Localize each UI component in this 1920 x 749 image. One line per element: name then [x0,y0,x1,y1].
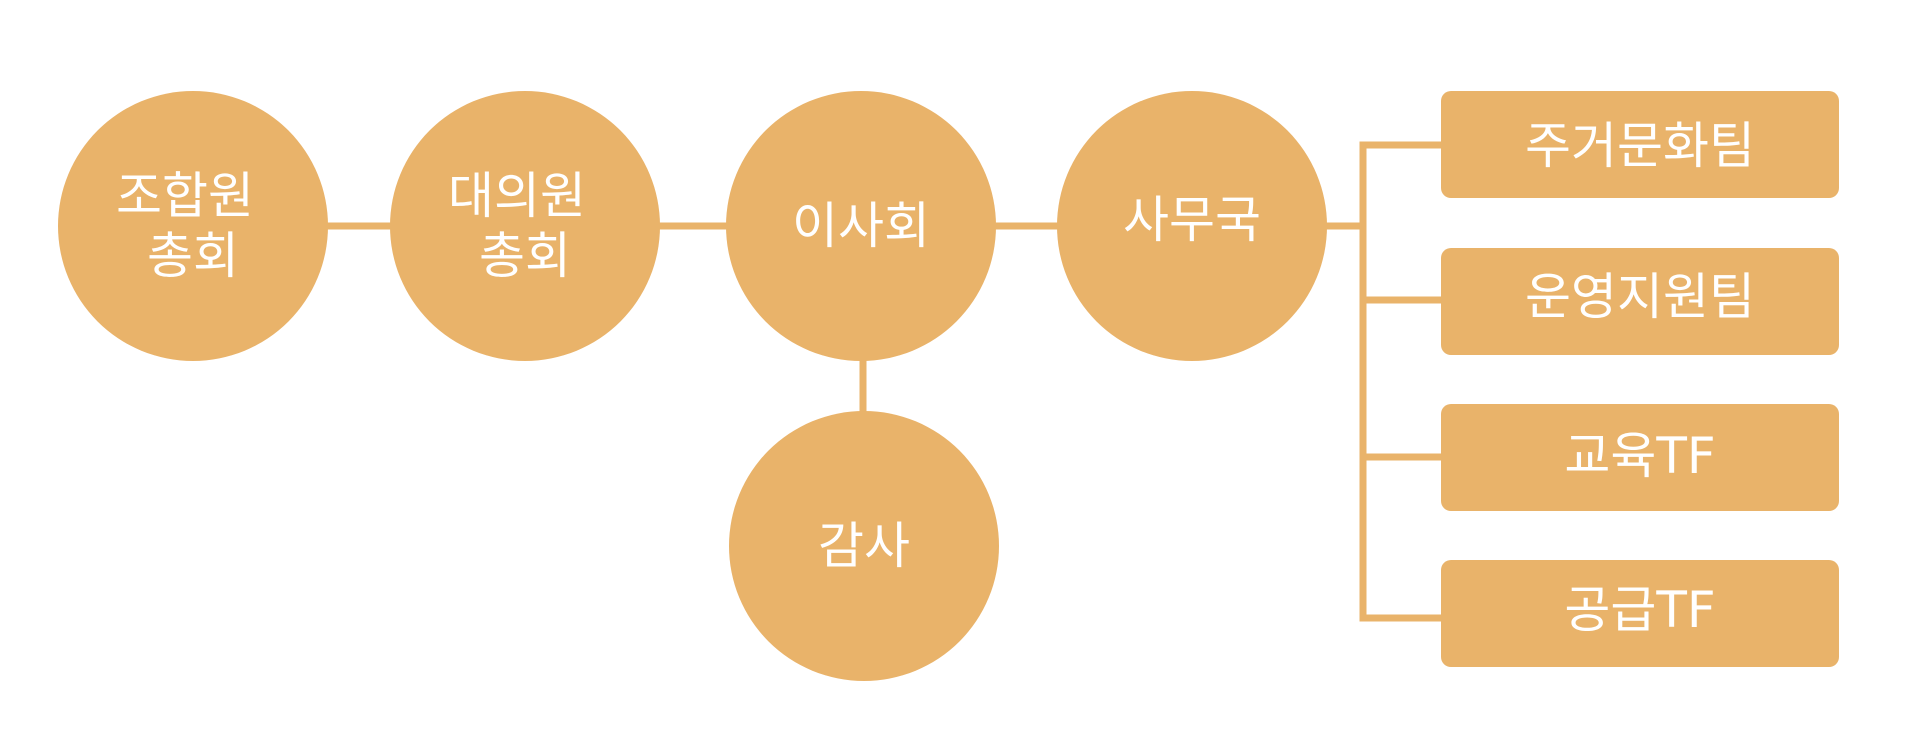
node-secretariat-circle [1057,91,1327,361]
node-audit: 감사 [729,411,999,681]
node-secretariat: 사무국 [1057,91,1327,361]
node-general-assembly-label-line-2: 총회 [147,227,239,285]
team-box-2-label: 운영지원팀 [1525,268,1755,326]
team-box-1: 주거문화팀 [1441,91,1839,198]
team-box-3: 교육TF [1441,404,1839,511]
team-box-4-label: 공급TF [1564,581,1715,639]
node-secretariat-label-line-1: 사무국 [1123,191,1261,249]
node-board: 이사회 [726,91,996,361]
team-box-1-rect [1441,91,1839,198]
team-box-3-rect [1441,404,1839,511]
team-box-2: 운영지원팀 [1441,248,1839,355]
team-box-2-rect [1441,248,1839,355]
team-box-4: 공급TF [1441,560,1839,667]
node-audit-label: 감사 [818,517,910,575]
node-general-assembly: 조합원 총회 [58,91,328,361]
node-board-circle [726,91,996,361]
node-delegates-assembly-label-line-1: 대의원 [448,167,586,225]
node-delegates-assembly-circle [390,91,660,361]
node-general-assembly-label: 조합원 총회 [116,167,270,285]
connectors [326,141,1441,622]
team-box-3-label: 교육TF [1564,427,1715,485]
team-box-1-label: 주거문화팀 [1525,117,1755,175]
node-delegates-assembly-label: 대의원 총회 [448,167,602,285]
node-audit-circle [729,411,999,681]
node-board-label: 이사회 [792,197,930,255]
node-board-label-line-1: 이사회 [792,197,930,255]
team-bracket [1359,141,1441,622]
node-audit-label-line-1: 감사 [818,517,910,575]
team-box-4-rect [1441,560,1839,667]
node-delegates-assembly-label-line-2: 총회 [479,227,571,285]
node-general-assembly-circle [58,91,328,361]
node-secretariat-label: 사무국 [1123,191,1261,249]
node-delegates-assembly: 대의원 총회 [390,91,660,361]
node-general-assembly-label-line-1: 조합원 [116,167,254,225]
